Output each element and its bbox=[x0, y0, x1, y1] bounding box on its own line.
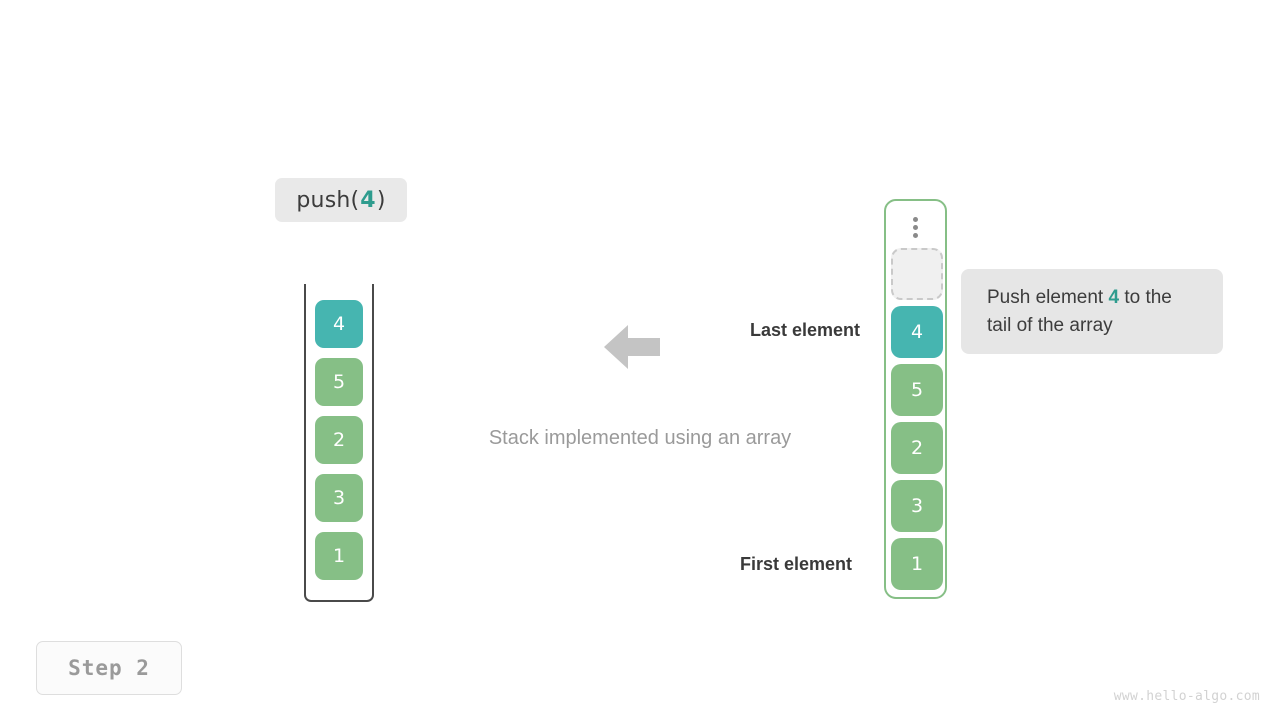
vertical-ellipsis-icon bbox=[886, 213, 945, 241]
stack-cell: 1 bbox=[315, 532, 363, 580]
stack-cell: 3 bbox=[315, 474, 363, 522]
operation-argument: 4 bbox=[360, 187, 376, 213]
array-cell: 2 bbox=[891, 422, 943, 474]
operation-chip: push(4) bbox=[275, 178, 407, 222]
watermark: www.hello-algo.com bbox=[1113, 689, 1260, 704]
explanation-text: Push element 4 to the tail of the array bbox=[987, 284, 1197, 339]
stack-cell: 5 bbox=[315, 358, 363, 406]
stack-wall-left bbox=[304, 284, 306, 588]
stack-container: 4 5 2 3 1 bbox=[304, 284, 374, 602]
last-element-label: Last element bbox=[749, 320, 860, 340]
left-pointing-arrow-icon bbox=[602, 317, 662, 377]
array-cell: 5 bbox=[891, 364, 943, 416]
array-cell: 3 bbox=[891, 480, 943, 532]
stack-floor bbox=[304, 586, 374, 602]
explanation-text-before: Push element bbox=[987, 286, 1109, 308]
stack-cell: 4 bbox=[315, 300, 363, 348]
array-container: 4 5 2 3 1 bbox=[884, 199, 947, 599]
operation-prefix: push( bbox=[296, 187, 360, 213]
explanation-tooltip: Push element 4 to the tail of the array bbox=[961, 269, 1223, 354]
step-badge: Step 2 bbox=[36, 641, 182, 695]
ellipsis-dot bbox=[913, 224, 918, 230]
explanation-text-after: to the tail of the array bbox=[987, 286, 1172, 336]
stack-cell-list: 4 5 2 3 1 bbox=[315, 300, 363, 590]
stack-wall-right bbox=[372, 284, 374, 588]
explanation-accent-value: 4 bbox=[1108, 286, 1120, 308]
ellipsis-dot bbox=[913, 216, 918, 222]
array-cell: 4 bbox=[891, 306, 943, 358]
array-cell-empty bbox=[891, 248, 943, 300]
operation-suffix: ) bbox=[376, 187, 386, 213]
stack-cell: 2 bbox=[315, 416, 363, 464]
stack-caption: Stack implemented using an array bbox=[488, 427, 792, 449]
first-element-label: First element bbox=[739, 554, 852, 574]
array-cell: 1 bbox=[891, 538, 943, 590]
ellipsis-dot bbox=[913, 232, 918, 238]
array-cell-list: 4 5 2 3 1 bbox=[891, 248, 943, 596]
